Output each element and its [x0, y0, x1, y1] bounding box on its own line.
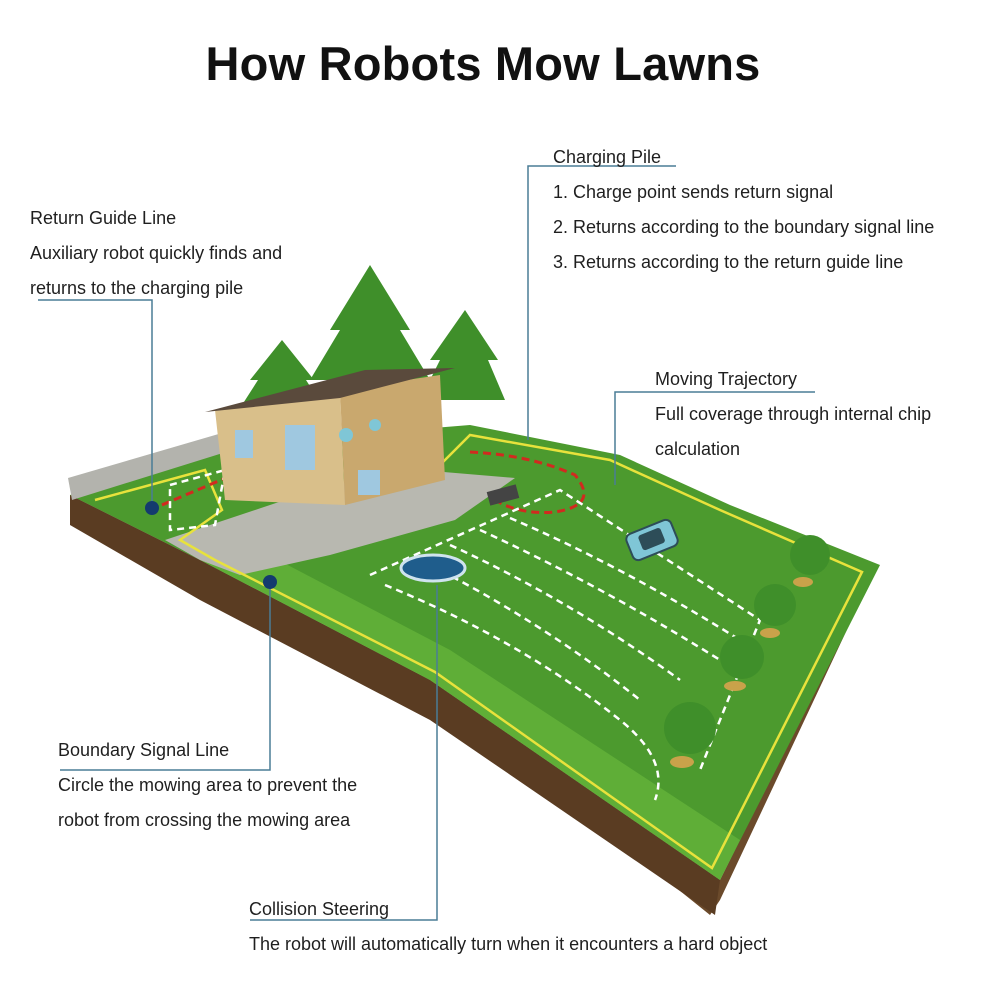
callout-text: 3. Returns according to the return guide… [553, 252, 904, 272]
callout-collision-steering: Collision Steering The robot will automa… [249, 892, 767, 962]
callout-text: Circle the mowing area to prevent the [58, 775, 358, 795]
callout-text: 2. Returns according to the boundary sig… [553, 217, 935, 237]
callout-text: The robot will automatically turn when i… [249, 934, 768, 954]
callout-heading: Collision Steering [249, 899, 390, 919]
callout-text: Auxiliary robot quickly finds and [30, 243, 283, 263]
return-guide-anchor [145, 501, 159, 515]
callout-return-guide-line: Return Guide Line Auxiliary robot quickl… [30, 201, 282, 306]
callout-boundary-signal-line: Boundary Signal Line Circle the mowing a… [58, 733, 357, 838]
patio [165, 470, 515, 575]
callout-moving-trajectory: Moving Trajectory Full coverage through … [655, 362, 931, 467]
leader-lines [38, 165, 815, 921]
mowing-paths [168, 468, 762, 801]
lawn-highlight [200, 540, 740, 880]
callout-text: returns to the charging pile [30, 278, 244, 298]
boundary-signal-anchor [263, 575, 277, 589]
tree-row [664, 535, 830, 768]
callout-text: 1. Charge point sends return signal [553, 182, 834, 202]
callout-charging-pile: Charging Pile 1. Charge point sends retu… [553, 140, 934, 280]
trampoline [399, 553, 467, 583]
stone-wall [68, 433, 226, 500]
callout-heading: Charging Pile [553, 147, 662, 167]
callout-heading: Moving Trajectory [655, 369, 798, 389]
page-title: How Robots Mow Lawns [205, 37, 761, 90]
callout-text: calculation [655, 439, 741, 459]
house [205, 368, 455, 505]
charging-station [486, 484, 520, 506]
return-guide-wire [149, 450, 586, 514]
soil-front [70, 495, 720, 915]
callout-text: Full coverage through internal chip [655, 404, 932, 424]
callout-text: robot from crossing the mowing area [58, 810, 351, 830]
callout-heading: Return Guide Line [30, 208, 177, 228]
robot-mower [625, 518, 679, 562]
callout-heading: Boundary Signal Line [58, 740, 230, 760]
